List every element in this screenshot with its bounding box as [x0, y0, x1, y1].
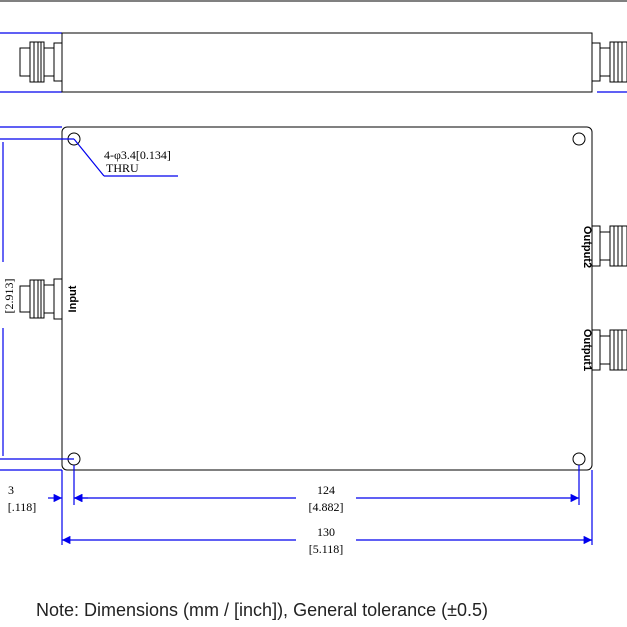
hole-spacing-dimension-inch: [4.882] — [309, 500, 344, 514]
mounting-hole-bottom-right — [572, 452, 586, 466]
side-left-connector — [19, 41, 63, 83]
side-view-body — [61, 32, 593, 93]
mounting-hole-top-right — [572, 132, 586, 146]
input-connector — [19, 278, 63, 320]
dimension-note: Note: Dimensions (mm / [inch]), General … — [36, 600, 489, 620]
length-dimension-mm: 130 — [317, 525, 335, 539]
side-view — [0, 32, 627, 93]
hole-spacing-dimension-mm: 124 — [317, 483, 335, 497]
input-port-label: Input — [67, 285, 79, 312]
offset-dimension-mm: 3 — [8, 483, 14, 497]
output2-connector — [591, 225, 627, 267]
hole-callout-spec: 4-φ3.4[0.134] — [104, 148, 171, 162]
output2-port-label: Output2 — [581, 226, 593, 268]
side-right-connector — [591, 41, 627, 83]
top-view-body — [61, 126, 593, 471]
bottom-dimensions: 3 [.118] 124 [4.882] 130 [5.118] — [8, 465, 593, 556]
offset-dimension-inch: [.118] — [8, 500, 37, 514]
hole-callout-leader — [73, 138, 105, 177]
output1-port-label: Output1 — [581, 329, 593, 371]
top-view: 4-φ3.4[0.134] THRU Input Output2 — [0, 126, 627, 471]
output1-connector — [591, 329, 627, 371]
length-dimension-inch: [5.118] — [309, 542, 344, 556]
hole-callout-thru: THRU — [106, 161, 139, 175]
height-dimension-inch: [2.913] — [2, 279, 16, 314]
